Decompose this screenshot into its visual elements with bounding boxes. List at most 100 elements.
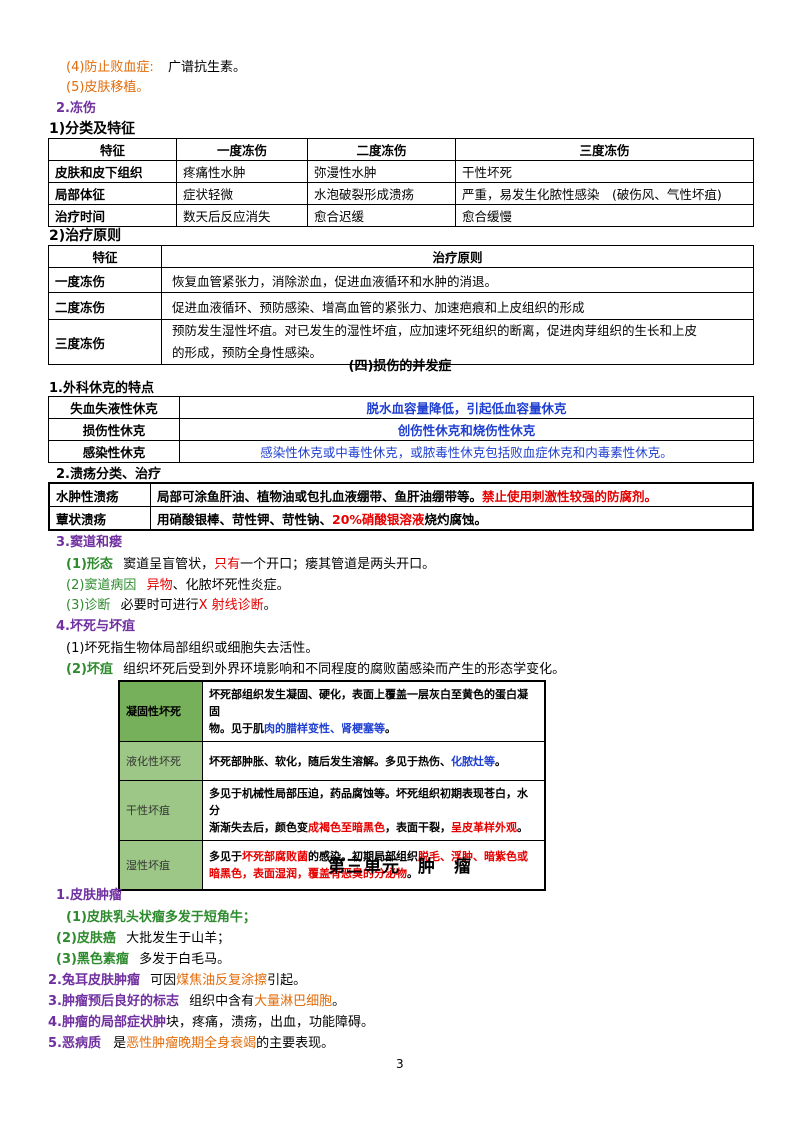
- page-number: 3: [396, 1057, 404, 1071]
- necrosis-item-2: (2)坏疽 组织坏死后受到外界环境影响和不同程度的腐败菌感染而产生的形态学变化。: [66, 658, 565, 677]
- cell: 创伤性休克和烧伤性休克: [179, 418, 754, 441]
- text: 。: [263, 598, 277, 613]
- skin-tumor-item-1: (1)皮肤乳头状瘤多发于短角牛；: [66, 910, 256, 925]
- text: 坏死部肿胀、软化，随后发生溶解。多见于热伤、: [209, 754, 451, 768]
- cell: 多见于坏死部腐败菌的感染。初期局部组织脱毛、浮肿、暗紫色或 暗黑色，表面湿润，覆…: [202, 840, 546, 891]
- cell-text: 局部可涂鱼肝油、植物油或包扎血液绷带、鱼肝油绷带等。: [157, 488, 483, 504]
- heading-sinus: 3.窦道和瘘: [56, 535, 122, 550]
- table-row: 干性坏疽 多见于机械性局部压迫，药品腐蚀等。坏死组织初期表现苍白，水分 渐渐失去…: [118, 780, 546, 841]
- subheading-classification: 1)分类及特征: [49, 121, 136, 137]
- cell: 凝固性坏死: [118, 680, 203, 742]
- cell: 疼痛性水肿: [176, 160, 308, 183]
- text: 是: [113, 1036, 127, 1051]
- text: 必要时可进行: [120, 598, 199, 613]
- text: 多见于: [209, 850, 242, 863]
- cell: 用硝酸银棒、苛性钾、苛性钠、20%硝酸银溶液烧灼腐蚀。: [150, 506, 754, 531]
- col-header: 三度冻伤: [455, 138, 754, 161]
- label: 4.肿瘤的局部症状肿: [48, 1015, 166, 1030]
- section-title-complications: (四)损伤的并发症: [348, 359, 452, 374]
- text: 、化脓坏死性炎症。: [172, 578, 290, 593]
- red-text: 脱毛、浮肿、暗紫色或: [418, 850, 528, 863]
- prognosis-sign: 3.肿瘤预后良好的标志 组织中含有大量淋巴细胞。: [48, 990, 345, 1009]
- col-header: 二度冻伤: [307, 138, 456, 161]
- label: (3)黑色素瘤: [56, 952, 129, 967]
- cell: 症状轻微: [176, 182, 308, 205]
- table-row: 感染性休克 感染性休克或中毒性休克，或脓毒性休克包括败血症休克和内毒素性休克。: [48, 440, 754, 463]
- skin-tumor-item-3: (3)黑色素瘤 多发于白毛马。: [56, 948, 230, 967]
- cell-text: 烧灼腐蚀。: [424, 511, 487, 527]
- red-text: 暗黑色，表面湿润，覆盖有恶臭的分泌物: [209, 867, 407, 880]
- cell-red-text: 20%硝酸银溶液: [332, 511, 425, 527]
- cell: 水肿性溃疡: [48, 482, 151, 507]
- red-text: 只有: [214, 557, 241, 572]
- table-row: 治疗时间 数天后反应消失 愈合迟缓 愈合缓慢: [48, 204, 754, 227]
- text: 多见于机械性局部压迫，药品腐蚀等。坏死组织初期表现苍白，水分: [209, 787, 528, 817]
- cell: 感染性休克: [48, 440, 180, 463]
- cell: 愈合缓慢: [455, 204, 754, 227]
- table-row: 湿性坏疽 多见于坏死部腐败菌的感染。初期局部组织脱毛、浮肿、暗紫色或 暗黑色，表…: [118, 840, 546, 891]
- col-header: 治疗原则: [161, 245, 754, 268]
- label: (1)形态: [66, 557, 113, 572]
- text: 坏死部组织发生凝固、硬化，表面上覆盖一层灰白至黄色的蛋白凝固: [209, 688, 528, 718]
- frostbite-classification-table: 特征 一度冻伤 二度冻伤 三度冻伤 皮肤和皮下组织 疼痛性水肿 弥漫性水肿 干性…: [48, 138, 754, 227]
- table-row: 皮肤和皮下组织 疼痛性水肿 弥漫性水肿 干性坏死: [48, 160, 754, 183]
- skin-tumor-item-2: (2)皮肤癌 大批发生于山羊；: [56, 927, 230, 946]
- cell: 预防发生湿性坏疽。对已发生的湿性坏疽，应加速坏死组织的断离，促进肉芽组织的生长和…: [161, 319, 754, 365]
- label: 3.肿瘤预后良好的标志: [48, 994, 179, 1009]
- cell: 皮肤和皮下组织: [48, 160, 177, 183]
- table-row: 损伤性休克 创伤性休克和烧伤性休克: [48, 418, 754, 441]
- orange-text: 大量淋巴细胞: [254, 994, 333, 1009]
- cell: 愈合迟缓: [307, 204, 456, 227]
- cell: 严重，易发生化脓性感染 (破伤风、气性坏疽): [455, 182, 754, 205]
- cell: 三度冻伤: [48, 319, 162, 365]
- blue-text: 化脓灶等: [451, 754, 495, 768]
- heading-ulcer: 2.溃疡分类、治疗: [56, 467, 161, 482]
- cell: 液化性坏死: [118, 741, 203, 781]
- cell: 治疗时间: [48, 204, 177, 227]
- table-row: 二度冻伤 促进血液循环、预防感染、增高血管的紧张力、加速疤痕和上皮组织的形成: [48, 292, 754, 320]
- text: 组织坏死后受到外界环境影响和不同程度的腐败菌感染而产生的形态学变化。: [123, 662, 566, 677]
- orange-text: 煤焦油反复涂擦: [176, 973, 268, 988]
- label: (2)坏疽: [66, 662, 113, 677]
- sinus-item-3: (3)诊断 必要时可进行X 射线诊断。: [66, 594, 277, 613]
- text: 的感染。初期局部组织: [308, 850, 418, 863]
- heading-skin-tumor: 1.皮肤肿瘤: [56, 888, 122, 903]
- table-row: 凝固性坏死 坏死部组织发生凝固、硬化，表面上覆盖一层灰白至黄色的蛋白凝固 物。见…: [118, 680, 546, 742]
- cachexia: 5.恶病质 是恶性肿瘤晚期全身衰竭的主要表现。: [48, 1032, 334, 1051]
- cell: 失血失液性休克: [48, 396, 180, 419]
- col-header: 特征: [48, 138, 177, 161]
- text: 广谱抗生素。: [167, 60, 246, 75]
- cell: 脱水血容量降低，引起低血容量休克: [179, 396, 754, 419]
- text: 一个开口；瘘其管道是两头开口。: [240, 557, 436, 572]
- table-row: 失血失液性休克 脱水血容量降低，引起低血容量休克: [48, 396, 754, 419]
- cell-line: 预防发生湿性坏疽。对已发生的湿性坏疽，应加速坏死组织的断离，促进肉芽组织的生长和…: [172, 323, 698, 338]
- cell: 局部体征: [48, 182, 177, 205]
- cell-text: 用硝酸银棒、苛性钾、苛性钠、: [157, 511, 333, 527]
- ulcer-table: 水肿性溃疡 局部可涂鱼肝油、植物油或包扎血液绷带、鱼肝油绷带等。禁止使用刺激性较…: [48, 482, 754, 531]
- table-row: 水肿性溃疡 局部可涂鱼肝油、植物油或包扎血液绷带、鱼肝油绷带等。禁止使用刺激性较…: [48, 482, 754, 507]
- cell: 干性坏死: [455, 160, 754, 183]
- line-skin-graft: (5)皮肤移植。: [66, 80, 150, 95]
- red-text: 异物: [146, 578, 173, 593]
- red-text: X 射线诊断: [198, 598, 264, 613]
- cell: 感染性休克或中毒性休克，或脓毒性休克包括败血症休克和内毒素性休克。: [179, 440, 754, 463]
- table-row: 一度冻伤 恢复血管紧张力，消除淤血，促进血液循环和水肿的消退。: [48, 267, 754, 293]
- rabbit-ear-tumor: 2.兔耳皮肤肿瘤 可因煤焦油反复涂擦引起。: [48, 969, 306, 988]
- cell: 促进血液循环、预防感染、增高血管的紧张力、加速疤痕和上皮组织的形成: [161, 292, 754, 320]
- necrosis-item-1: (1)坏死指生物体局部组织或细胞失去活性。: [66, 641, 319, 656]
- text: 。: [332, 994, 346, 1009]
- heading-shock: 1.外科休克的特点: [49, 381, 154, 396]
- cell-red-text: 禁止使用刺激性较强的防腐剂。: [482, 488, 658, 504]
- cell: 恢复血管紧张力，消除淤血，促进血液循环和水肿的消退。: [161, 267, 754, 293]
- frostbite-treatment-table: 特征 治疗原则 一度冻伤 恢复血管紧张力，消除淤血，促进血液循环和水肿的消退。 …: [48, 245, 754, 365]
- cell: 损伤性休克: [48, 418, 180, 441]
- table-row: 蕈状溃疡 用硝酸银棒、苛性钾、苛性钠、20%硝酸银溶液烧灼腐蚀。: [48, 506, 754, 531]
- blue-text: 肉的腊样变性、肾梗塞等: [264, 722, 385, 735]
- line-prevent-sepsis: (4)防止败血症: 广谱抗生素。: [66, 56, 246, 75]
- orange-text: 恶性肿瘤晚期全身衰竭: [126, 1036, 257, 1051]
- cell: 一度冻伤: [48, 267, 162, 293]
- text: 多发于白毛马。: [139, 952, 231, 967]
- label: (2)窦道病因: [66, 578, 137, 593]
- text: 。: [385, 722, 396, 735]
- subheading-treatment: 2)治疗原则: [49, 228, 122, 244]
